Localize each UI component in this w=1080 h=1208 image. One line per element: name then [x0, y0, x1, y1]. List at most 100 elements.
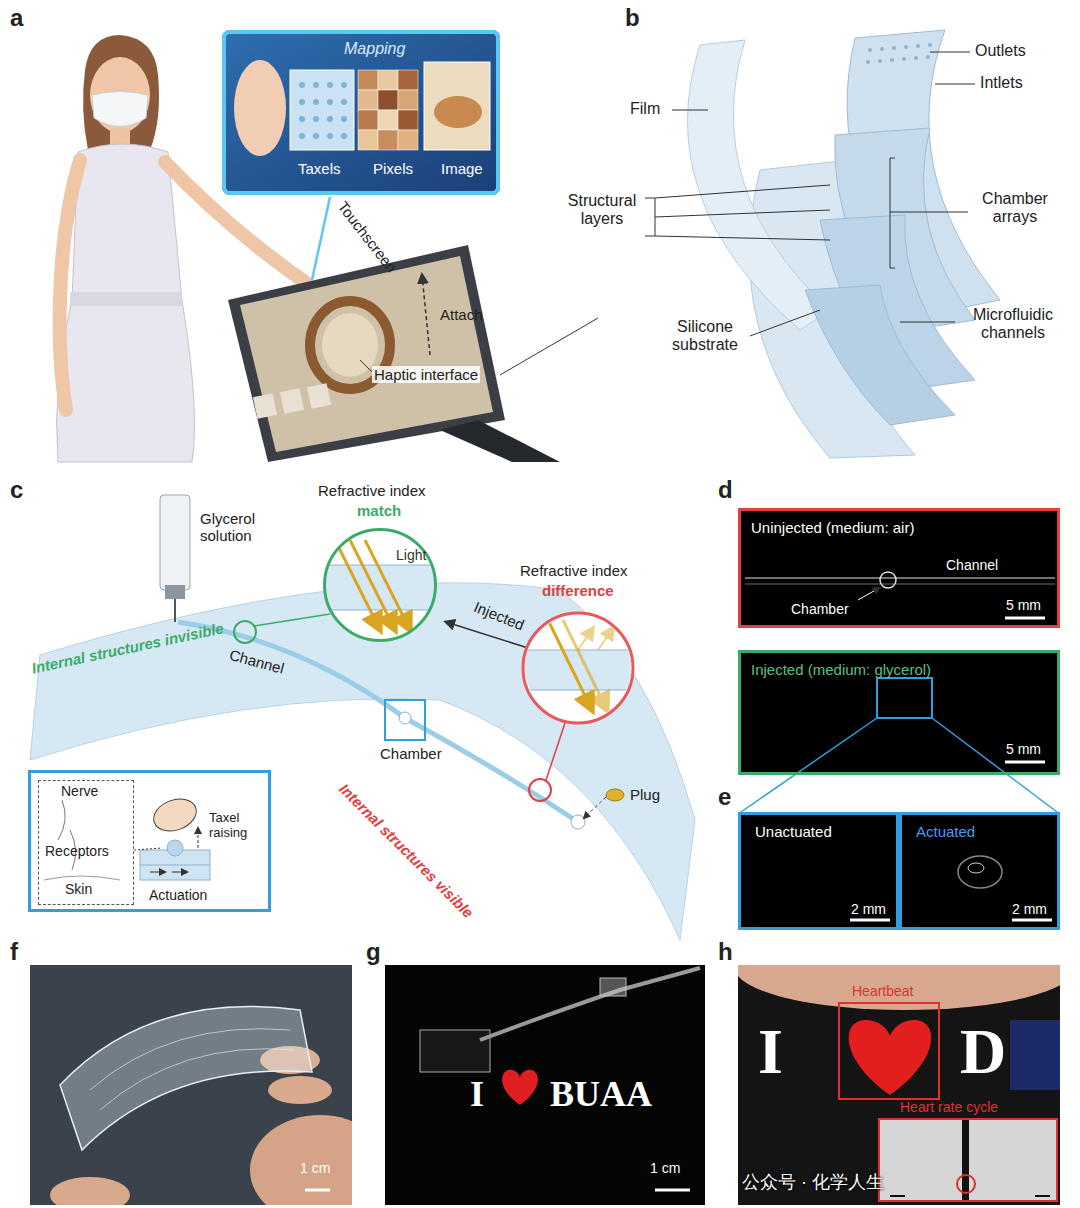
node-text: Unactuated — [755, 823, 832, 840]
illustration-shape — [571, 815, 585, 829]
node-text: Taxels — [298, 160, 341, 177]
illustration-shape — [254, 614, 330, 626]
illustration-shape — [440, 420, 560, 462]
illustration-shape — [222, 30, 500, 195]
illustration-shape — [520, 690, 640, 691]
illustration-shape — [307, 383, 331, 409]
illustration-shape — [520, 650, 640, 651]
illustration-shape — [240, 256, 493, 452]
node-text: Chamber — [791, 601, 849, 617]
illustration-shape — [529, 779, 551, 801]
illustration-shape — [914, 56, 918, 60]
illustration-shape — [299, 82, 347, 139]
illustration-shape — [606, 789, 624, 801]
illustration-shape — [849, 1020, 931, 1095]
illustration-shape — [92, 92, 148, 127]
illustration-shape — [546, 720, 566, 780]
illustration-shape — [358, 110, 378, 130]
figure-label: I — [758, 1020, 783, 1084]
illustration-shape — [313, 133, 319, 139]
illustration-shape — [320, 540, 440, 630]
figure-label: Glycerol solution — [200, 510, 262, 545]
figure-label: e — [718, 783, 731, 811]
node-text: 5 mm — [1006, 597, 1041, 613]
illustration-shape — [1035, 1195, 1050, 1197]
illustration-shape — [341, 116, 347, 122]
illustration-shape — [385, 965, 705, 1205]
illustration-shape — [313, 82, 319, 88]
illustration-shape — [341, 99, 347, 105]
illustration-shape — [312, 197, 330, 280]
illustration-shape — [1012, 919, 1052, 922]
illustration-shape — [341, 133, 347, 139]
illustration-shape — [322, 313, 378, 377]
illustration-shape — [60, 160, 80, 410]
figure-label: D — [960, 1020, 1006, 1084]
panel-box: Light — [323, 528, 437, 642]
figure-label: d — [718, 476, 733, 504]
figure-label: a — [10, 4, 23, 32]
illustration-shape — [299, 133, 305, 139]
node-text: Heartbeat — [852, 983, 913, 999]
illustration-shape — [805, 285, 955, 425]
illustration-shape — [198, 828, 199, 848]
illustration-shape — [28, 770, 268, 912]
illustration-shape — [745, 584, 1055, 585]
figure-label: Refractive index — [318, 482, 426, 499]
illustration-shape — [600, 978, 626, 996]
figure-label: Microfluidic channels — [958, 306, 1068, 343]
illustration-shape — [935, 84, 975, 85]
illustration-shape — [320, 610, 440, 611]
node-text: Mapping — [344, 40, 405, 58]
node-text: 5 mm — [1006, 741, 1041, 757]
figure-label: I — [470, 1074, 484, 1115]
illustration-shape — [399, 712, 411, 724]
figure-label: Intlets — [980, 74, 1023, 92]
illustration-shape — [890, 1195, 905, 1197]
illustration-shape — [422, 275, 430, 355]
illustration-shape — [502, 1070, 538, 1105]
illustration-shape — [358, 70, 378, 90]
figure-label: c — [10, 476, 23, 504]
figure-label: Outlets — [975, 42, 1026, 60]
panel-box: Injected (medium: glycerol) 5 mm — [738, 650, 1060, 775]
figure-label: BUAA — [550, 1074, 652, 1115]
figure-label: 公众号 · 化学人生 — [742, 1172, 884, 1193]
figure-label: h — [718, 938, 733, 966]
illustration-shape — [174, 599, 176, 622]
figure-label: Internal structures visible — [336, 780, 477, 921]
illustration-shape — [253, 393, 277, 419]
figure-label: Haptic interface — [372, 366, 480, 383]
illustration-shape — [378, 90, 398, 110]
illustration-shape — [880, 572, 896, 588]
illustration-shape — [280, 388, 304, 414]
illustration-shape — [70, 292, 182, 306]
illustration-shape — [83, 35, 159, 150]
illustration-shape — [968, 863, 984, 873]
node-text: Injected (medium: glycerol) — [751, 661, 931, 678]
illustration-shape — [398, 70, 418, 90]
illustration-shape — [750, 310, 820, 336]
illustration-shape — [688, 40, 831, 330]
illustration-shape — [434, 96, 482, 128]
illustration-shape — [866, 60, 870, 64]
figure-label: Structural layers — [560, 192, 644, 229]
figure-label: f — [10, 938, 18, 966]
figure-label: g — [366, 938, 381, 966]
illustration-shape — [745, 577, 1055, 579]
illustration-shape — [57, 144, 195, 462]
node-text: Actuated — [916, 823, 975, 840]
panel-box: Actuated2 mm — [899, 812, 1060, 930]
illustration-shape — [398, 130, 418, 150]
illustration-shape — [902, 57, 906, 61]
illustration-shape — [957, 1175, 975, 1193]
illustration-shape — [313, 116, 319, 122]
illustration-shape — [167, 840, 183, 856]
illustration-shape — [268, 1076, 332, 1104]
figure-label: 1 cm — [300, 1160, 330, 1176]
illustration-shape — [320, 565, 440, 566]
illustration-shape — [916, 44, 920, 48]
illustration-shape — [140, 865, 210, 866]
